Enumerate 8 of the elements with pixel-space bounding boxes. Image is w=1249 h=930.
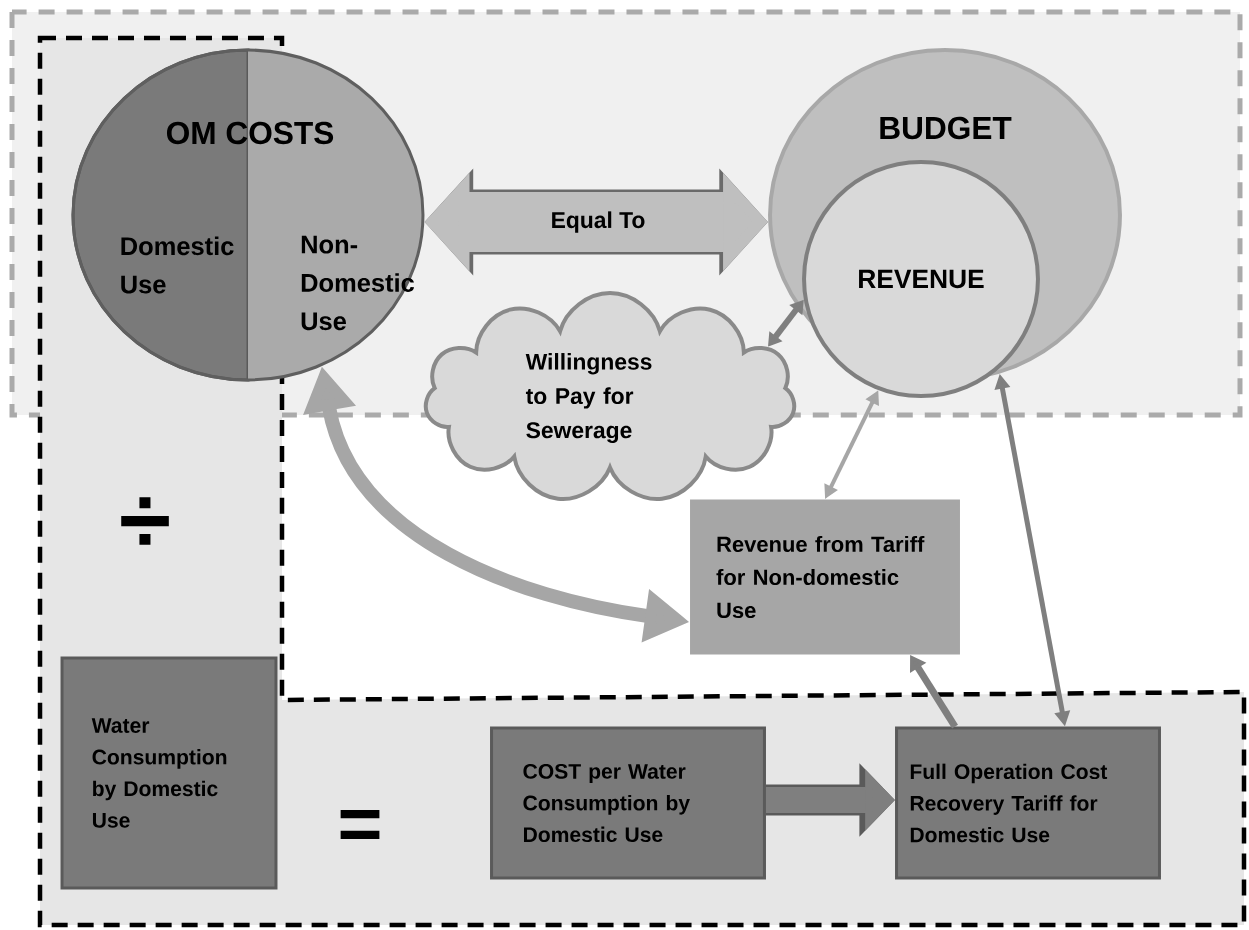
thought-cloud: Willingness to Pay for Sewerage <box>423 291 797 501</box>
process-box: COST per Water Consumption by Domestic Use <box>490 726 766 880</box>
process-box: Water Consumption by Domestic Use <box>60 656 278 890</box>
process-box: Full Operation Cost Recovery Tariff for Domestic Use <box>895 726 1161 880</box>
division-sign: ÷ <box>121 497 169 545</box>
edge-label: Equal To <box>548 209 648 235</box>
equals-sign: = <box>340 809 380 840</box>
process-box: Revenue from Tariff for Non-domestic Use <box>690 499 960 655</box>
